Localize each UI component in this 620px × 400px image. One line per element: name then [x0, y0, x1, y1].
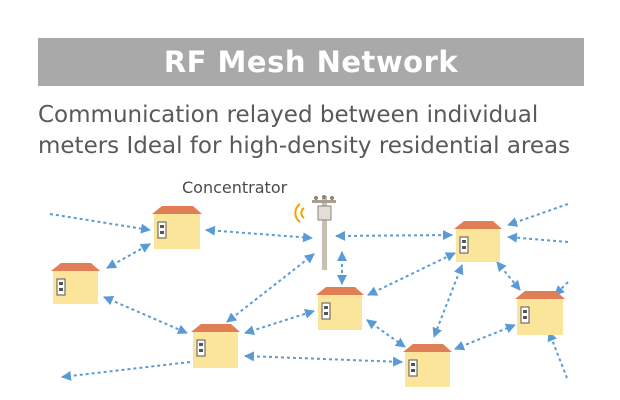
link-concentrator-house3 [226, 253, 315, 323]
link-house3-house4 [244, 308, 315, 336]
page-title: RF Mesh Network [163, 45, 459, 79]
house-meter-icon [152, 206, 202, 249]
link-house3-house5 [244, 351, 403, 367]
house-meter-icon [191, 324, 240, 368]
link-concentrator-house6 [335, 230, 453, 241]
link-house6-house7 [496, 261, 521, 291]
link-edge-right-1 [507, 203, 569, 227]
link-house2-concentrator [205, 225, 313, 243]
utility-pole-icon [312, 195, 336, 270]
wireless-signal-icon [294, 203, 305, 223]
house-meter-icon [454, 221, 502, 262]
link-house1-house2 [106, 243, 151, 269]
description-line-2: meters Ideal for high-density residentia… [38, 133, 571, 159]
link-house4-house5 [366, 319, 406, 348]
house-meter-icon [316, 287, 364, 330]
concentrator-label: Concentrator [182, 178, 288, 197]
house-meter-icon [515, 291, 565, 335]
link-edge-bottom-right [547, 331, 568, 379]
link-edge-bottom-left [61, 361, 191, 381]
house-meter-icon [51, 263, 100, 304]
title-banner: RF Mesh Network [38, 38, 584, 86]
description-line-1: Communication relayed between individual [38, 102, 539, 128]
link-house6-house5 [432, 264, 464, 338]
link-house5-house7 [454, 323, 516, 351]
link-edge-right-2 [507, 232, 569, 243]
description: Communication relayed between individual… [38, 100, 598, 162]
mesh-links [49, 203, 569, 381]
link-house1-house3 [103, 295, 188, 335]
link-house4-house6 [367, 252, 456, 296]
house-meter-icon [403, 344, 452, 387]
link-edge-left-top [49, 213, 151, 234]
